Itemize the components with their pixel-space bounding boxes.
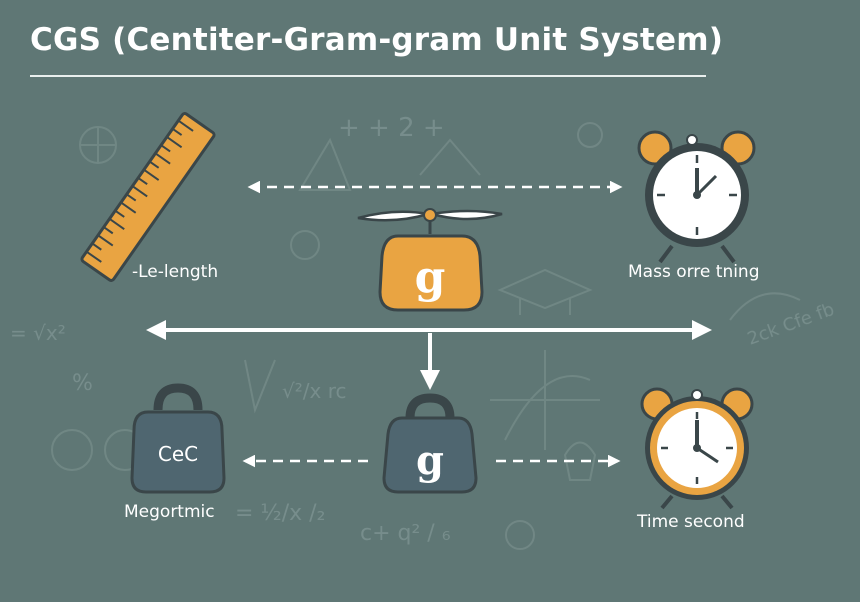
left-weight-icon: CeC	[130, 383, 226, 494]
chalk-bottom-eq: c+ q² / ₆	[360, 521, 451, 546]
label-megortmic: Megortmic	[124, 502, 215, 522]
orange-weight-icon: g	[378, 234, 484, 312]
orange-weight-letter: g	[415, 252, 446, 303]
doodle-gear-icon	[290, 230, 320, 260]
alarm-clock-top-icon	[637, 130, 756, 264]
chalk-doodles	[51, 122, 801, 550]
chalk-side-note: 2ck Cfe fb	[745, 299, 838, 350]
alarm-clock-bottom-icon	[640, 387, 754, 510]
page-title: CGS (Centiter-Gram-gram Unit System)	[30, 22, 724, 58]
ruler-icon	[80, 112, 216, 282]
doodle-eye-icon	[577, 122, 603, 148]
label-time-second: Time second	[637, 512, 745, 532]
chalk-percent: %	[72, 371, 93, 396]
chalk-sqrt-note: √²/x rc	[282, 379, 346, 403]
chalk-plus-row: + + 2 +	[338, 113, 445, 143]
center-weight-letter: g	[416, 437, 444, 484]
doodle-stopwatch-icon	[505, 520, 535, 550]
propeller-icon	[357, 208, 503, 234]
doodle-curve-icon	[729, 292, 801, 321]
graduation-cap-icon	[497, 268, 593, 310]
doodle-axes-icon	[490, 350, 600, 450]
label-mass-time: Mass orre tning	[628, 262, 760, 282]
doodle-bike-wheel-icon	[51, 429, 93, 471]
doodle-sqrt-icon	[244, 359, 276, 414]
chalk-formula-left: = √x²	[10, 321, 66, 345]
left-weight-letter: CeC	[158, 442, 198, 466]
doodle-bulb-icon	[563, 441, 597, 481]
title-underline	[30, 75, 706, 77]
doodle-triangle-icon	[298, 137, 352, 191]
chalk-fraction: = ½/x /₂	[235, 501, 325, 526]
center-weight-icon: g	[382, 393, 478, 494]
label-length: -Le-length	[132, 262, 219, 282]
